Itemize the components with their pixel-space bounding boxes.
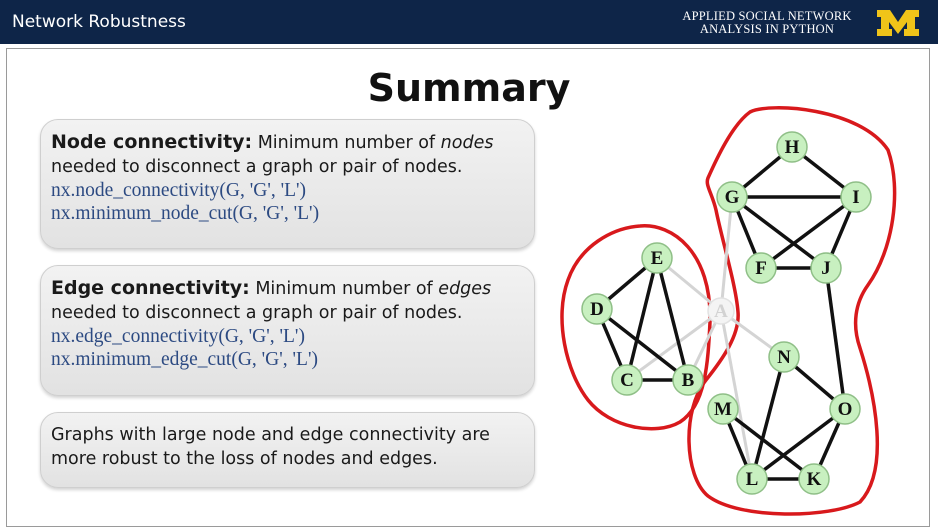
edge-j-o bbox=[824, 267, 847, 410]
graph-node-k: K bbox=[798, 463, 830, 495]
svg-text:A: A bbox=[714, 301, 728, 322]
graph-node-c: C bbox=[611, 364, 643, 396]
edge-connectivity-box: Edge connectivity: Minimum number of edg… bbox=[40, 265, 535, 396]
graph-node-n: N bbox=[768, 341, 800, 373]
svg-text:B: B bbox=[682, 370, 695, 391]
node-connectivity-text: Minimum number of bbox=[252, 133, 441, 153]
edge-connectivity-term: Edge connectivity: bbox=[51, 277, 250, 299]
node-connectivity-definition: Node connectivity: Minimum number of nod… bbox=[51, 130, 524, 155]
summary-line-1: Graphs with large node and edge connecti… bbox=[51, 425, 490, 445]
svg-text:K: K bbox=[807, 469, 822, 490]
course-name: APPLIED SOCIAL NETWORK ANALYSIS IN PYTHO… bbox=[664, 10, 870, 36]
graph-node-d: D bbox=[581, 293, 613, 325]
course-name-line1: APPLIED SOCIAL NETWORK bbox=[682, 9, 852, 23]
edge-connectivity-definition-cont: needed to disconnect a graph or pair of … bbox=[51, 303, 463, 323]
svg-text:M: M bbox=[714, 399, 732, 420]
component-outline-right bbox=[687, 106, 897, 516]
node-connectivity-emphasis: nodes bbox=[440, 133, 494, 153]
node-connectivity-definition-cont: needed to disconnect a graph or pair of … bbox=[51, 157, 463, 177]
edge-connectivity-code: nx.edge_connectivity(G, 'G', 'L') bbox=[51, 326, 305, 347]
slide-header: Network Robustness APPLIED SOCIAL NETWOR… bbox=[0, 0, 938, 44]
graph-node-e: E bbox=[641, 242, 673, 274]
node-connectivity-term: Node connectivity: bbox=[51, 131, 253, 153]
svg-text:F: F bbox=[755, 258, 767, 279]
graph-node-m: M bbox=[707, 393, 739, 425]
graph-node-g: G bbox=[716, 181, 748, 213]
svg-text:L: L bbox=[746, 469, 759, 490]
svg-text:D: D bbox=[590, 299, 604, 320]
university-logo bbox=[877, 10, 919, 36]
edge-m-k bbox=[721, 407, 816, 481]
minimum-node-cut-code: nx.minimum_node_cut(G, 'G', 'L') bbox=[51, 203, 320, 224]
graph-node-o: O bbox=[829, 393, 861, 425]
graph-node-a: A bbox=[707, 297, 735, 325]
slide-frame bbox=[6, 48, 930, 527]
svg-text:N: N bbox=[777, 347, 791, 368]
course-name-line2: ANALYSIS IN PYTHON bbox=[699, 22, 835, 36]
svg-text:G: G bbox=[725, 187, 740, 208]
edge-e-c bbox=[625, 257, 659, 381]
graph-node-b: B bbox=[672, 364, 704, 396]
graph-node-i: I bbox=[840, 181, 872, 213]
edge-i-f bbox=[759, 195, 858, 270]
svg-text:J: J bbox=[821, 258, 831, 279]
svg-text:E: E bbox=[651, 248, 664, 269]
component-outline-left bbox=[560, 224, 712, 431]
graph-node-h: H bbox=[776, 131, 808, 163]
node-connectivity-box: Node connectivity: Minimum number of nod… bbox=[40, 119, 535, 249]
edge-connectivity-definition: Edge connectivity: Minimum number of edg… bbox=[51, 276, 524, 301]
graph-node-f: F bbox=[745, 252, 777, 284]
edge-n-l bbox=[750, 356, 786, 480]
svg-text:O: O bbox=[838, 399, 853, 420]
edge-g-j bbox=[730, 195, 828, 270]
graph-node-j: J bbox=[810, 252, 842, 284]
edge-d-b bbox=[595, 307, 690, 382]
edge-o-l bbox=[750, 407, 847, 481]
node-connectivity-code: nx.node_connectivity(G, 'G', 'L') bbox=[51, 180, 307, 201]
graph-node-l: L bbox=[736, 463, 768, 495]
edge-e-b bbox=[655, 257, 690, 381]
header-title: Network Robustness bbox=[12, 12, 186, 32]
edge-connectivity-text: Minimum number of bbox=[249, 279, 439, 299]
summary-line-2: more robust to the loss of nodes and edg… bbox=[51, 449, 438, 469]
edge-connectivity-emphasis: edges bbox=[438, 279, 492, 299]
svg-text:C: C bbox=[620, 370, 634, 391]
robustness-summary-box: Graphs with large node and edge connecti… bbox=[40, 412, 535, 488]
minimum-edge-cut-code: nx.minimum_edge_cut(G, 'G', 'L') bbox=[51, 349, 318, 370]
svg-text:H: H bbox=[785, 137, 800, 158]
slide-title: Summary bbox=[367, 66, 571, 110]
svg-text:I: I bbox=[852, 187, 859, 208]
